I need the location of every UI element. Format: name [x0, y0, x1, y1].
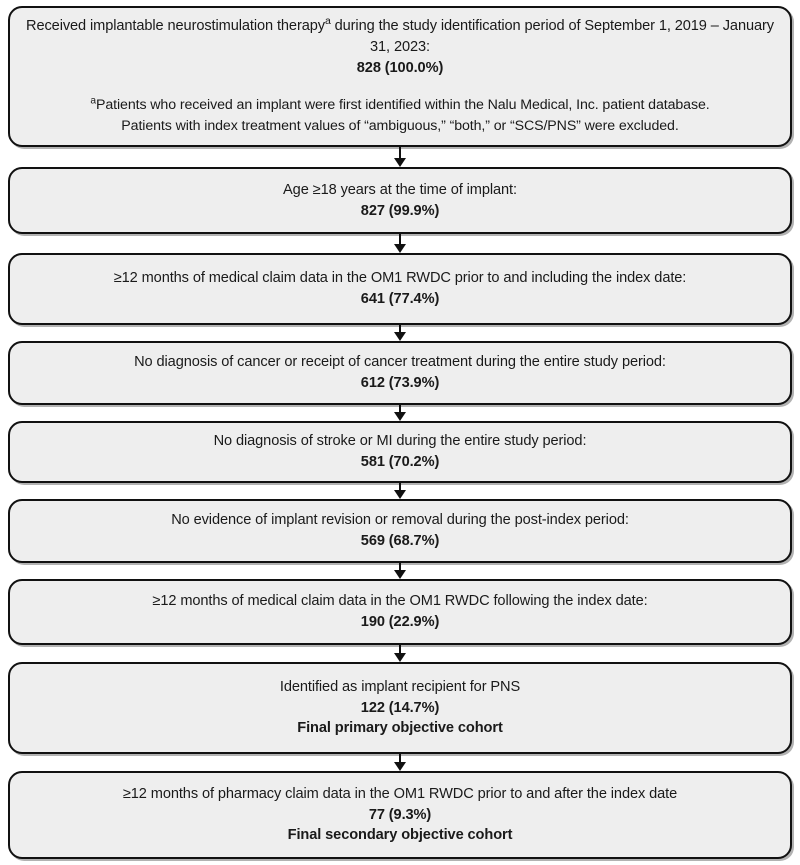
- arrow-head-icon: [394, 244, 406, 253]
- arrow-connector-6: [392, 563, 408, 579]
- node-5-count: 581 (70.2%): [360, 454, 440, 470]
- flow-node-pre-index-medical-claims: ≥12 months of medical claim data in the …: [8, 253, 792, 325]
- flow-node-no-revision-removal: No evidence of implant revision or remov…: [8, 499, 792, 563]
- node-1-footnote-line-2: Patients with index treatment values of …: [121, 118, 679, 135]
- flow-node-age: Age ≥18 years at the time of implant: 82…: [8, 167, 792, 234]
- node-1-footnote: aPatients who received an implant were f…: [90, 95, 709, 136]
- arrow-stem: [398, 645, 402, 654]
- node-1-footnote-text-1: Patients who received an implant were fi…: [95, 97, 710, 114]
- flow-node-no-cancer: No diagnosis of cancer or receipt of can…: [8, 341, 792, 405]
- arrow-stem: [398, 147, 402, 159]
- arrow-head-icon: [394, 490, 406, 499]
- flow-node-primary-cohort: Identified as implant recipient for PNS …: [8, 662, 792, 754]
- arrow-head-icon: [394, 412, 406, 421]
- arrow-stem: [398, 234, 402, 245]
- node-4-count: 612 (73.9%): [360, 375, 440, 391]
- node-8-count: 122 (14.7%): [360, 699, 440, 716]
- flow-node-no-stroke-mi: No diagnosis of stroke or MI during the …: [8, 421, 792, 483]
- node-8-criterion: Identified as implant recipient for PNS: [279, 678, 521, 695]
- node-1-criterion-rest: during the study identification period o…: [330, 18, 774, 56]
- node-2-count: 827 (99.9%): [360, 202, 440, 219]
- flow-node-enrollment: Received implantable neurostimulation th…: [8, 6, 792, 147]
- arrow-connector-1: [392, 147, 408, 167]
- arrow-stem: [398, 754, 402, 763]
- node-1-count: 828 (100.0%): [356, 59, 444, 76]
- node-1-footnote-line-1: aPatients who received an implant were f…: [90, 95, 709, 116]
- flow-node-secondary-cohort: ≥12 months of pharmacy claim data in the…: [8, 771, 792, 859]
- node-8-cohort-label: Final primary objective cohort: [297, 720, 503, 737]
- arrow-head-icon: [394, 762, 406, 771]
- node-5-criterion: No diagnosis of stroke or MI during the …: [213, 433, 587, 450]
- node-9-criterion: ≥12 months of pharmacy claim data in the…: [122, 785, 678, 802]
- flow-node-post-index-medical-claims: ≥12 months of medical claim data in the …: [8, 579, 792, 645]
- footnote-marker-a-icon: a: [90, 95, 96, 107]
- arrow-head-icon: [394, 653, 406, 662]
- node-1-criterion: Received implantable neurostimulation th…: [24, 16, 776, 57]
- arrow-connector-2: [392, 234, 408, 253]
- node-9-cohort-label: Final secondary objective cohort: [287, 827, 513, 844]
- arrow-head-icon: [394, 332, 406, 341]
- node-4-criterion: No diagnosis of cancer or receipt of can…: [134, 354, 666, 371]
- arrow-head-icon: [394, 158, 406, 167]
- node-3-criterion: ≥12 months of medical claim data in the …: [113, 270, 687, 287]
- node-9-count: 77 (9.3%): [368, 806, 432, 823]
- arrow-connector-3: [392, 325, 408, 341]
- node-6-count: 569 (68.7%): [360, 533, 440, 549]
- node-2-criterion: Age ≥18 years at the time of implant:: [283, 181, 517, 198]
- arrow-stem: [398, 563, 402, 571]
- node-1-criterion-text: Received implantable neurostimulation th…: [26, 18, 325, 35]
- node-3-count: 641 (77.4%): [360, 291, 440, 307]
- arrow-stem: [398, 325, 402, 333]
- arrow-connector-8: [392, 754, 408, 771]
- arrow-stem: [398, 483, 402, 491]
- node-7-criterion: ≥12 months of medical claim data in the …: [152, 593, 648, 610]
- arrow-connector-7: [392, 645, 408, 662]
- arrow-head-icon: [394, 570, 406, 579]
- node-7-count: 190 (22.9%): [360, 614, 440, 630]
- arrow-connector-4: [392, 405, 408, 421]
- arrow-stem: [398, 405, 402, 413]
- node-6-criterion: No evidence of implant revision or remov…: [171, 512, 629, 529]
- superscript-marker-a: a: [324, 15, 331, 28]
- arrow-connector-5: [392, 483, 408, 499]
